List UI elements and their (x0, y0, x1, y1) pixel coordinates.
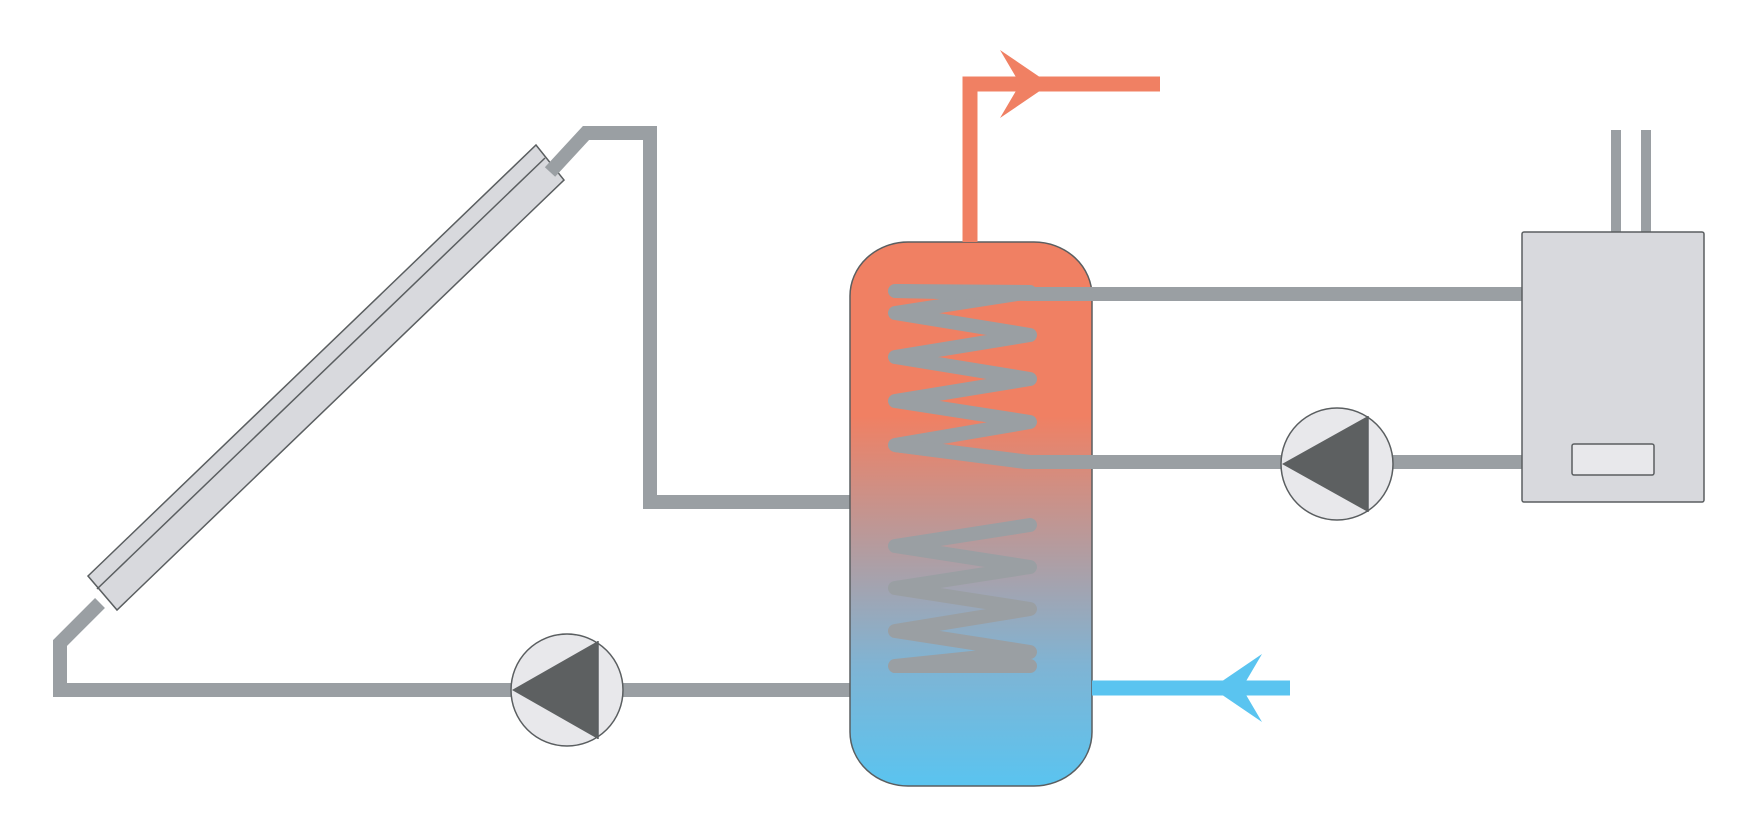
boiler-display (1571, 443, 1655, 476)
pump-triangle (512, 641, 598, 739)
solar-collector (86, 143, 566, 612)
boiler (1521, 231, 1705, 503)
lower-heating-coil (888, 518, 1037, 673)
solar-panel-body (86, 143, 566, 612)
solar-panel-inner-line (96, 157, 546, 590)
boiler-body (1521, 231, 1705, 503)
boiler-return-pipe (894, 438, 1282, 469)
hot-water-storage-tank (849, 241, 1093, 787)
hot-water-pipe (962, 76, 1160, 242)
boiler-circuit-pipes (894, 130, 1651, 469)
boiler-flow-pipe (894, 284, 1522, 301)
arrow-right-icon (1000, 50, 1050, 118)
arrow-left-icon (1212, 654, 1262, 722)
boiler-circuit-pump (1280, 407, 1394, 521)
solar-pipe-bottom (53, 598, 512, 697)
upper-heating-coil (888, 284, 1037, 469)
solar-circuit-pump (510, 633, 624, 747)
pump-triangle (1282, 416, 1368, 512)
hot-water-outlet (962, 50, 1160, 242)
cold-water-inlet (1092, 654, 1290, 722)
